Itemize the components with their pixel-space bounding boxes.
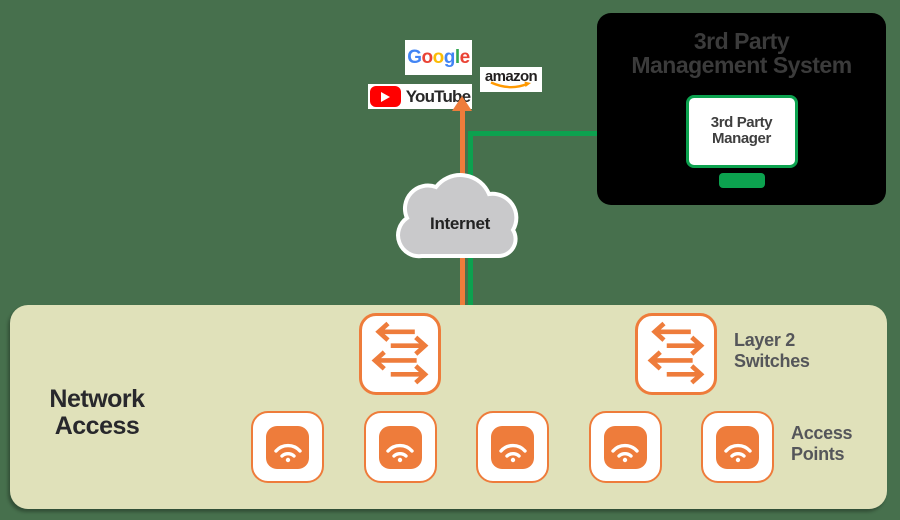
youtube-play-icon (369, 86, 401, 107)
layer2-switches-label: Layer 2 Switches (734, 330, 810, 371)
third-party-manager-monitor: 3rd Party Manager (685, 94, 798, 188)
access-point-icon (251, 411, 324, 483)
amazon-logo-text: amazon (484, 67, 538, 85)
google-logo: Google (405, 40, 472, 75)
amazon-logo: amazon (480, 67, 542, 92)
switch-arrows-icon (371, 321, 429, 385)
monitor-label: 3rd Party Manager (710, 113, 773, 148)
youtube-logo: YouTube (368, 84, 472, 109)
access-point-icon (363, 411, 437, 483)
wifi-icon (498, 443, 527, 463)
monitor-screen: 3rd Party Manager (685, 94, 798, 168)
layer2-switch-icon (359, 313, 441, 395)
internet-cloud: Internet (386, 164, 534, 264)
internet-label: Internet (430, 214, 490, 233)
layer2-switch-icon (635, 313, 717, 395)
management-system-panel: 3rd Party Management System 3rd Party Ma… (597, 13, 886, 205)
access-point-icon (701, 411, 774, 483)
access-point-icon (476, 411, 549, 483)
monitor-stand (718, 172, 765, 188)
wifi-icon (723, 443, 752, 463)
wifi-icon (611, 443, 639, 463)
switch-arrows-icon (647, 321, 705, 385)
cloud-shape-icon (396, 173, 519, 259)
google-logo-text: Google (407, 46, 470, 68)
wifi-icon (273, 443, 302, 463)
management-link-horizontal-line (468, 131, 600, 136)
access-points-label: Access Points (791, 423, 853, 464)
wifi-icon (386, 443, 414, 463)
amazon-smile-icon (490, 80, 531, 88)
network-access-title: Network Access (49, 385, 145, 440)
access-point-icon (588, 411, 662, 483)
management-system-title: 3rd Party Management System (631, 28, 852, 78)
uplink-arrowhead-icon (452, 96, 472, 111)
